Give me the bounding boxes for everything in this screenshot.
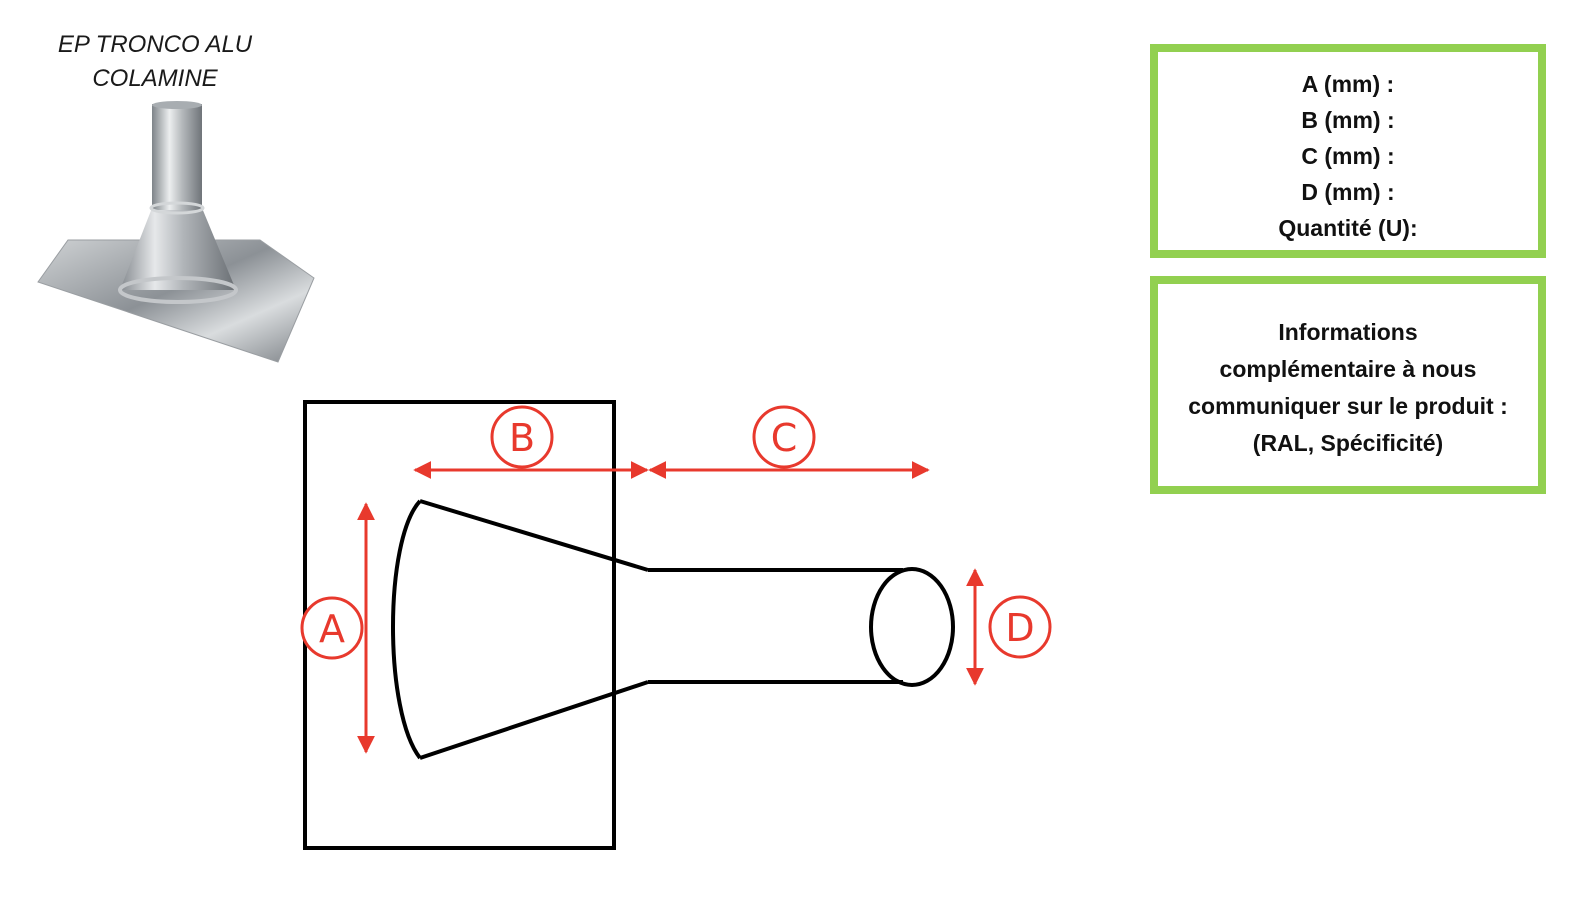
quantity-field[interactable]: Quantité (U): bbox=[1278, 215, 1418, 241]
dimension-b-field[interactable]: B (mm) : bbox=[1301, 107, 1395, 133]
notes-line-1: Informations bbox=[1278, 319, 1418, 345]
label-a-circle bbox=[300, 596, 364, 660]
label-c: C bbox=[771, 416, 798, 460]
product-title: EP TRONCO ALU COLAMINE bbox=[40, 28, 270, 96]
flashing-cone bbox=[120, 208, 236, 290]
label-d-circle bbox=[988, 595, 1052, 659]
label-b-circle bbox=[490, 405, 554, 469]
pipe-end-ellipse bbox=[869, 567, 955, 687]
notes-box[interactable]: Informations complémentaire à nous commu… bbox=[1150, 276, 1546, 494]
dimensions-box: A (mm) : B (mm) : C (mm) : D (mm) : Quan… bbox=[1150, 44, 1546, 258]
product-photo bbox=[37, 101, 315, 363]
label-c-circle bbox=[752, 405, 816, 469]
label-a: A bbox=[319, 607, 345, 651]
dimension-c-field[interactable]: C (mm) : bbox=[1301, 143, 1395, 169]
flashing-weld bbox=[118, 276, 238, 304]
label-d: D bbox=[1005, 606, 1034, 650]
flashing-pipe bbox=[152, 104, 202, 210]
notes-line-3: communiquer sur le produit : bbox=[1188, 393, 1508, 419]
flashing-pipe-top bbox=[152, 101, 202, 109]
product-title-line-1: EP TRONCO ALU bbox=[57, 31, 253, 58]
dimension-a-field[interactable]: A (mm) : bbox=[1301, 71, 1395, 97]
notes-line-2: complémentaire à nous bbox=[1219, 356, 1477, 382]
flashing-collar-weld bbox=[149, 201, 205, 215]
label-b: B bbox=[509, 416, 535, 460]
pipe-outline bbox=[648, 568, 903, 684]
notes-line-4: (RAL, Spécificité) bbox=[1252, 430, 1444, 456]
dimension-d-field[interactable]: D (mm) : bbox=[1301, 179, 1395, 205]
cone-outline bbox=[391, 499, 649, 760]
product-title-line-2: COLAMINE bbox=[92, 65, 218, 92]
